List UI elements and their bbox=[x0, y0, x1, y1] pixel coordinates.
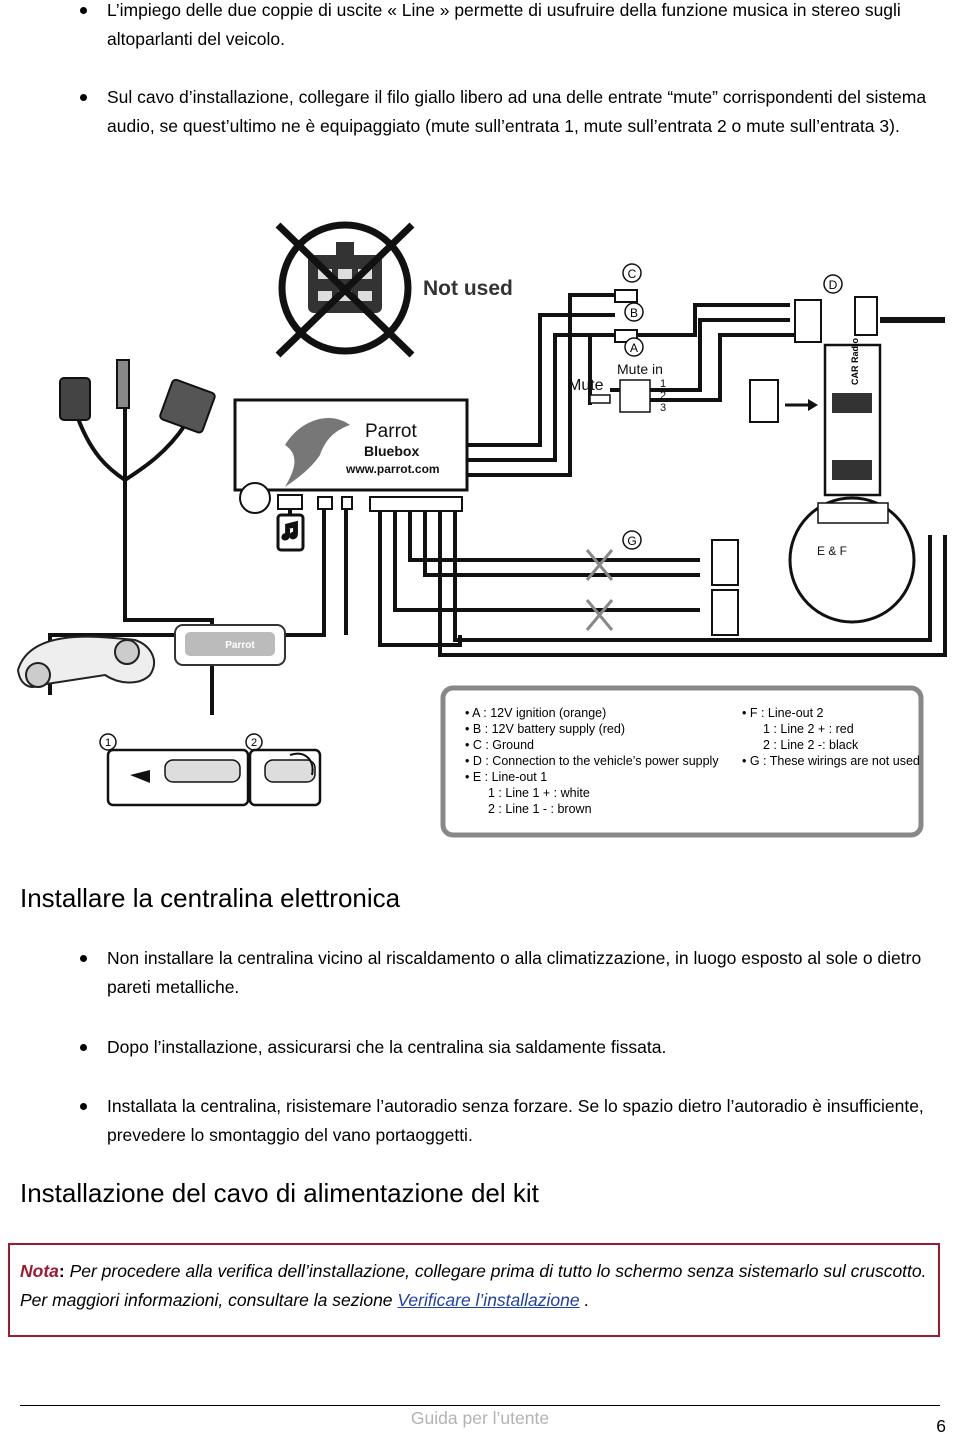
mute-in-1: 1 bbox=[660, 378, 666, 390]
control-unit-bullet-placement: Non installare la centralina vicino al r… bbox=[0, 944, 960, 1002]
note-colon: : bbox=[58, 1261, 65, 1281]
legend-d: • D : Connection to the vehicle’s power … bbox=[465, 754, 719, 768]
callout-b-label: B bbox=[630, 306, 638, 320]
callout-g-label: G bbox=[627, 534, 636, 548]
mute-in-3: 3 bbox=[660, 402, 666, 414]
vehicle-power-connector: D bbox=[794, 274, 945, 343]
unused-wiring-g: G bbox=[585, 530, 739, 636]
intro-bullet-stereo: L’impiego delle due coppie di uscite « L… bbox=[0, 0, 960, 54]
audio-input-cable: ♫ bbox=[59, 359, 302, 715]
legend-e2: 2 : Line 1 - : brown bbox=[488, 802, 592, 816]
callout-g bbox=[622, 530, 642, 550]
legend-f2: 2 : Line 2 -: black bbox=[763, 738, 859, 752]
bluebox-website: www.parrot.com bbox=[345, 462, 440, 476]
section-title-power-cable: Installazione del cavo di alimentazione … bbox=[20, 1178, 539, 1208]
callout-b bbox=[624, 302, 644, 322]
bluebox-brand: Parrot bbox=[365, 421, 417, 442]
callout-d bbox=[823, 274, 843, 294]
legend-b: • B : 12V battery supply (red) bbox=[465, 722, 625, 736]
intro-bullet-mute: Sul cavo d’installazione, collegare il f… bbox=[0, 83, 960, 141]
note-text: Per procedere alla verifica dell’install… bbox=[20, 1261, 927, 1310]
callout-a-label: A bbox=[630, 341, 638, 355]
legend-f: • F : Line-out 2 bbox=[742, 706, 824, 720]
car-radio-unit: CAR Radio bbox=[823, 337, 882, 497]
step-2-label: 2 bbox=[251, 737, 257, 749]
control-unit-bullet-list: Non installare la centralina vicino al r… bbox=[0, 944, 960, 1150]
note-box: Nota: Per procedere alla verifica dell’i… bbox=[8, 1243, 940, 1337]
legend-a: • A : 12V ignition (orange) bbox=[465, 706, 606, 720]
fused-wires-abc: C B A bbox=[614, 263, 644, 357]
legend-box: • A : 12V ignition (orange) • B : 12V ba… bbox=[440, 685, 924, 838]
installation-steps: 1 2 bbox=[99, 733, 322, 807]
callout-c-label: C bbox=[628, 267, 637, 281]
display-unit: Parrot bbox=[174, 624, 286, 666]
footer-title: Guida per l’utente bbox=[410, 1408, 550, 1428]
step-1-label: 1 bbox=[105, 737, 111, 749]
callout-c bbox=[622, 263, 642, 283]
note-end: . bbox=[579, 1290, 590, 1310]
music-note-icon: ♫ bbox=[280, 514, 300, 544]
control-unit-bullet-radio: Installata la centralina, risistemare l’… bbox=[0, 1092, 960, 1150]
intro-bullet-list: L’impiego delle due coppie di uscite « L… bbox=[0, 0, 960, 141]
legend-f1: 1 : Line 2 + : red bbox=[763, 722, 854, 736]
footer-divider bbox=[20, 1405, 940, 1406]
page-number: 6 bbox=[936, 1416, 946, 1436]
verify-installation-link[interactable]: Verificare l’installazione bbox=[397, 1290, 580, 1310]
mute-in-connector: Mute Mute in 1 2 3 bbox=[568, 361, 818, 423]
legend-g: • G : These wirings are not used bbox=[742, 754, 920, 768]
legend-e: • E : Line-out 1 bbox=[465, 770, 547, 784]
car-radio-label: CAR Radio bbox=[850, 337, 860, 385]
mute-in-label: Mute in bbox=[617, 361, 663, 377]
steering-mount-icon bbox=[16, 635, 155, 688]
control-unit-bullet-fixed: Dopo l’installazione, assicurarsi che la… bbox=[0, 1033, 960, 1062]
not-used-label: Not used bbox=[423, 277, 513, 300]
legend-e1: 1 : Line 1 + : white bbox=[488, 786, 590, 800]
callout-ef-label: E & F bbox=[817, 544, 847, 558]
mute-in-2: 2 bbox=[660, 390, 666, 402]
callout-a bbox=[624, 337, 644, 357]
display-brand: Parrot bbox=[225, 640, 255, 651]
callout-d-label: D bbox=[829, 278, 838, 292]
callout-ef-zoom: E & F bbox=[788, 496, 916, 624]
not-used-connector-icon bbox=[275, 221, 415, 358]
section-title-control-unit: Installare la centralina elettronica bbox=[20, 883, 401, 913]
bluebox-product: Bluebox bbox=[364, 443, 419, 459]
wiring-diagram: Not used Parrot Bluebox www.parrot.com bbox=[16, 221, 947, 838]
mute-label: Mute bbox=[568, 377, 604, 394]
note-label: Nota bbox=[20, 1261, 59, 1281]
legend-c: • C : Ground bbox=[465, 738, 534, 752]
